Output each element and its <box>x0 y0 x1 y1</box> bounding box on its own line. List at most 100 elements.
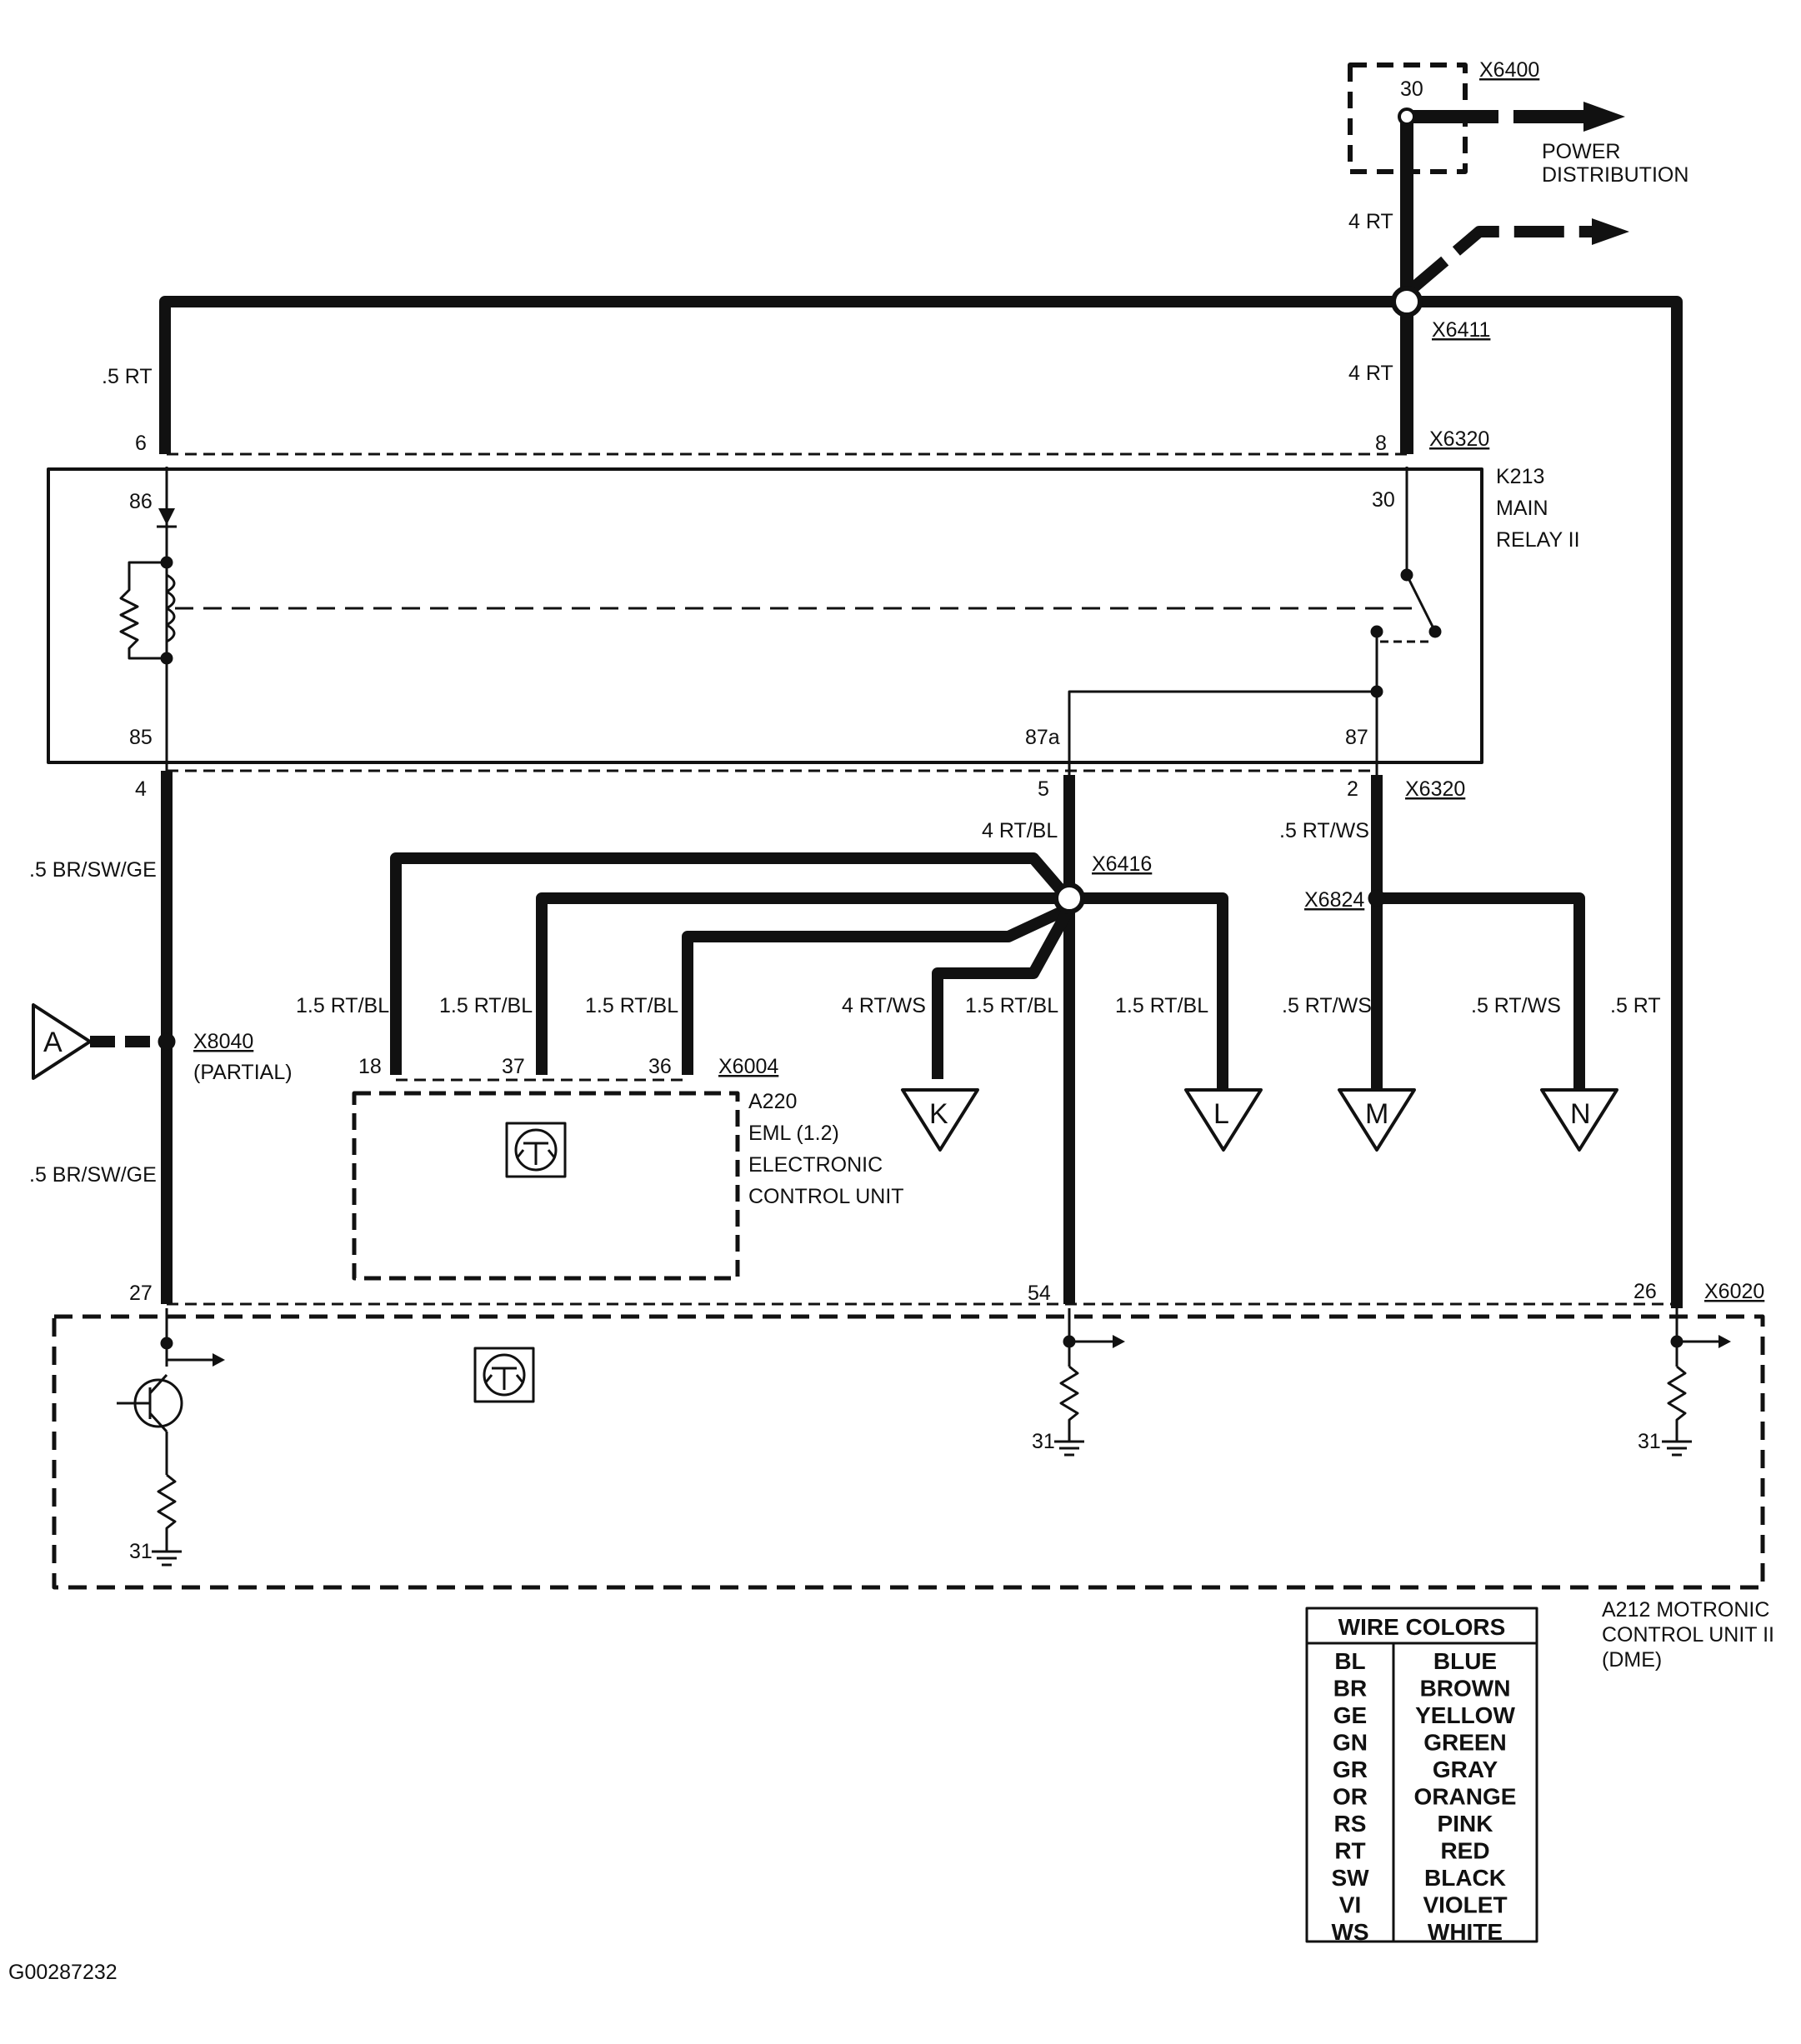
wire-05br-top-label: .5 BR/SW/GE <box>29 858 157 882</box>
wire-color-code: RS <box>1334 1811 1367 1837</box>
transistor-e <box>148 1412 168 1433</box>
a212-label-1: A212 MOTRONIC <box>1602 1598 1769 1622</box>
pin-85: 85 <box>129 726 153 749</box>
k213-label-1: K213 <box>1496 465 1544 488</box>
power-wire-2 <box>1403 226 1596 298</box>
a220-label-1: A220 <box>748 1090 797 1113</box>
pin-18: 18 <box>358 1055 382 1078</box>
wire-color-name: ORANGE <box>1414 1784 1517 1810</box>
x6411-label: X6411 <box>1432 318 1490 342</box>
ground-icon <box>152 1550 182 1567</box>
a212-node-right <box>1670 1335 1683 1348</box>
wire-05rtws-M-label: .5 RT/WS <box>1282 994 1372 1017</box>
wire-color-name: VIOLET <box>1423 1892 1507 1918</box>
wire-15-36 <box>682 902 1072 1075</box>
coil-top-node <box>160 556 173 569</box>
a220-chip-glyph <box>515 1142 557 1165</box>
a220-label-2: EML (1.2) <box>748 1122 839 1145</box>
a212-out-arrow-mid <box>1113 1335 1125 1348</box>
x6400-terminal <box>1398 107 1416 126</box>
pin-87a: 87a <box>1025 726 1060 749</box>
x6416-splice <box>1053 882 1085 914</box>
x6824-splice <box>1368 889 1386 907</box>
wire-colors-table <box>1305 1607 1538 1943</box>
footer-id: G00287232 <box>8 1961 118 1984</box>
wire-05br-bottom-label: .5 BR/SW/GE <box>29 1163 157 1187</box>
wire-05rt-left-label: .5 RT <box>102 365 153 388</box>
x6400-label: X6400 <box>1479 58 1539 82</box>
wire-4rtws-label: 4 RT/WS <box>842 994 926 1017</box>
a212-chip-glyph <box>483 1367 525 1390</box>
a212-dashed-box <box>52 1314 1765 1590</box>
ref-N-label: N <box>1570 1098 1591 1130</box>
a212-chip-icon <box>473 1347 535 1403</box>
wire-color-name: PINK <box>1438 1811 1493 1837</box>
x8040-label: X8040 <box>193 1030 253 1053</box>
k213-label-2: MAIN <box>1496 497 1548 520</box>
wire-4rt-top-label: 4 RT <box>1348 210 1393 233</box>
diode-icon <box>158 508 175 525</box>
power-arrow-2 <box>1592 218 1629 245</box>
wire-05rtws-top-label: .5 RT/WS <box>1279 819 1369 842</box>
pin-5: 5 <box>1038 777 1049 801</box>
switch-node-nc <box>1370 625 1383 638</box>
wire-15-18-label: 1.5 RT/BL <box>296 994 389 1017</box>
x6320-top-label: X6320 <box>1429 427 1489 451</box>
a220-dashed-box <box>352 1091 740 1281</box>
pin-87: 87 <box>1345 726 1368 749</box>
power-arrow-1 <box>1583 102 1625 132</box>
a212-node-left <box>160 1337 173 1350</box>
wire-color-code: WS <box>1331 1919 1368 1945</box>
switch-node-87 <box>1370 685 1383 698</box>
pin-26: 26 <box>1633 1280 1657 1303</box>
wire-color-name: BLUE <box>1433 1648 1497 1674</box>
wire-color-code: BL <box>1334 1648 1365 1674</box>
relay-switch-nc <box>1375 632 1429 643</box>
wire-15-37-label: 1.5 RT/BL <box>439 994 533 1017</box>
a212-label-2: CONTROL UNIT II <box>1602 1623 1774 1647</box>
a212-out-arrow-left <box>213 1353 225 1367</box>
x6004-label: X6004 <box>718 1055 778 1078</box>
x6320-bottom-label: X6320 <box>1405 777 1465 801</box>
k213-label-3: RELAY II <box>1496 528 1580 552</box>
x8040-note: (PARTIAL) <box>193 1061 293 1084</box>
wire-15-18 <box>390 852 1074 1075</box>
ground-31-right: 31 <box>1638 1430 1661 1453</box>
ref-M-triangle <box>1338 1088 1416 1152</box>
x6411-splice <box>1391 286 1423 317</box>
wire-color-name: RED <box>1440 1838 1489 1864</box>
switch-node-contact <box>1428 625 1442 638</box>
transistor-c <box>148 1373 168 1395</box>
pin-4: 4 <box>135 777 147 801</box>
x6416-label: X6416 <box>1092 852 1152 876</box>
a212-node-mid <box>1063 1335 1076 1348</box>
wire-05rtws-N-label: .5 RT/WS <box>1471 994 1561 1017</box>
ref-M-label: M <box>1365 1098 1388 1130</box>
wire-color-code: VI <box>1339 1892 1361 1918</box>
x6824-label: X6824 <box>1304 888 1364 912</box>
wire-color-code: GR <box>1333 1757 1368 1782</box>
wire-15-36-label: 1.5 RT/BL <box>585 994 678 1017</box>
wire-color-code: GN <box>1333 1730 1368 1756</box>
wire-05rt-loop <box>159 296 1683 1308</box>
power-pin-label: 30 <box>1400 77 1423 101</box>
wire-color-name: GREEN <box>1423 1730 1507 1756</box>
wire-color-name: YELLOW <box>1415 1702 1515 1728</box>
wire-color-name: BLACK <box>1424 1865 1506 1891</box>
wire-color-name: BROWN <box>1420 1676 1511 1702</box>
a220-chip-icon <box>505 1122 567 1178</box>
ref-K-triangle <box>901 1088 979 1152</box>
ref-A-arrow <box>32 1003 92 1080</box>
wire-4rtbl-label: 4 RT/BL <box>982 819 1058 842</box>
ground-icon <box>1662 1440 1692 1457</box>
wire-color-code: BR <box>1333 1676 1367 1702</box>
wire-05rt-right-label: .5 RT <box>1610 994 1661 1017</box>
pin-8: 8 <box>1375 432 1387 455</box>
resistor-icon <box>1059 1365 1079 1442</box>
wire-05rtws-N <box>1377 892 1585 1090</box>
a212-label-3: (DME) <box>1602 1648 1662 1672</box>
pin-2: 2 <box>1347 777 1358 801</box>
switch-node-30 <box>1400 568 1413 582</box>
relay-87a-wire <box>1068 690 1377 775</box>
